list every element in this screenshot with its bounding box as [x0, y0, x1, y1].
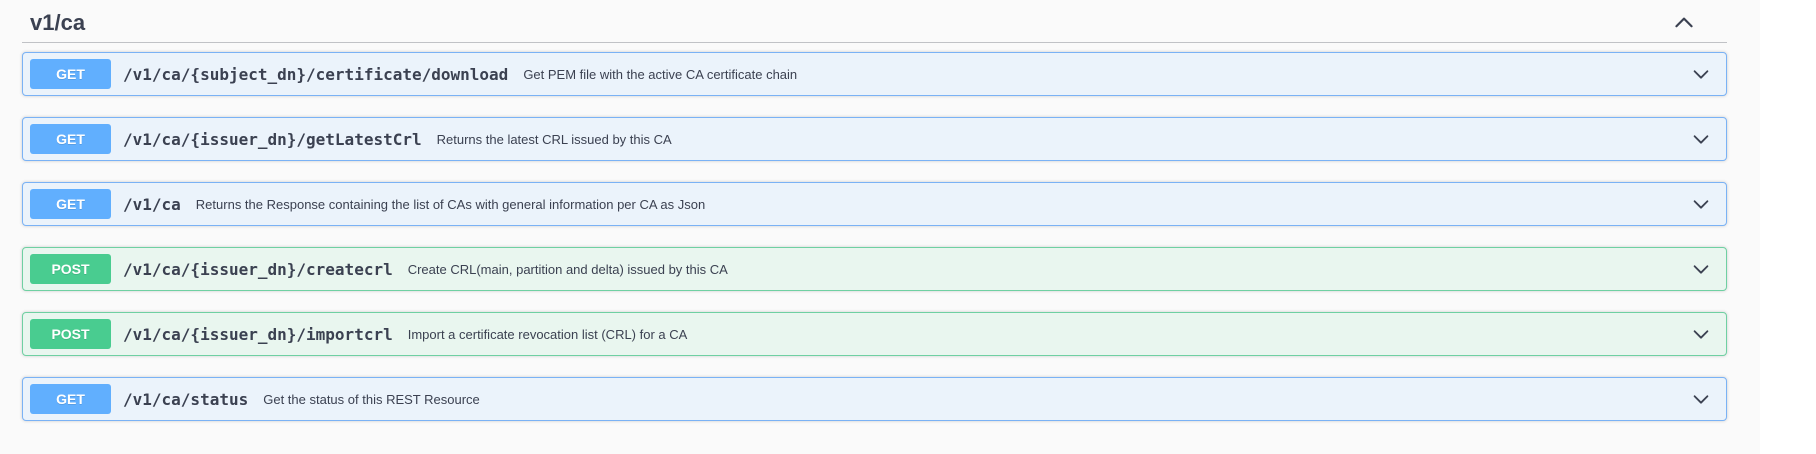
endpoint-path: /v1/ca: [123, 194, 181, 214]
endpoint-row[interactable]: GET /v1/ca Returns the Response containi…: [22, 182, 1727, 226]
endpoint-path: /v1/ca/{issuer_dn}/importcrl: [123, 324, 393, 344]
chevron-up-icon: [1671, 10, 1697, 36]
endpoint-row[interactable]: GET /v1/ca/{issuer_dn}/getLatestCrl Retu…: [22, 117, 1727, 161]
endpoint-path: /v1/ca/status: [123, 389, 249, 409]
endpoint-description: Create CRL(main, partition and delta) is…: [407, 261, 728, 277]
tag-section-header[interactable]: v1/ca: [22, 0, 1727, 43]
method-badge[interactable]: GET: [30, 124, 111, 154]
endpoint-list: GET /v1/ca/{subject_dn}/certificate/down…: [22, 43, 1727, 421]
method-badge[interactable]: GET: [30, 59, 111, 89]
chevron-down-icon[interactable]: [1690, 323, 1712, 345]
chevron-down-icon[interactable]: [1690, 193, 1712, 215]
chevron-down-icon[interactable]: [1690, 388, 1712, 410]
endpoint-path: /v1/ca/{subject_dn}/certificate/download: [123, 64, 509, 84]
endpoint-path: /v1/ca/{issuer_dn}/createcrl: [123, 259, 393, 279]
endpoint-description: Returns the latest CRL issued by this CA: [436, 131, 672, 147]
endpoint-description: Returns the Response containing the list…: [195, 196, 706, 212]
endpoint-row[interactable]: POST /v1/ca/{issuer_dn}/importcrl Import…: [22, 312, 1727, 356]
chevron-down-icon[interactable]: [1690, 63, 1712, 85]
endpoint-description: Get the status of this REST Resource: [263, 391, 480, 407]
section-title: v1/ca: [30, 10, 86, 35]
section-collapse-button[interactable]: [1671, 10, 1697, 36]
endpoint-row[interactable]: GET /v1/ca/{subject_dn}/certificate/down…: [22, 52, 1727, 96]
endpoint-description: Import a certificate revocation list (CR…: [407, 326, 688, 342]
method-badge[interactable]: GET: [30, 189, 111, 219]
method-badge[interactable]: GET: [30, 384, 111, 414]
method-badge[interactable]: POST: [30, 254, 111, 284]
endpoint-description: Get PEM file with the active CA certific…: [523, 66, 798, 82]
api-section: v1/ca GET /v1/ca/{subject_dn}/certificat…: [22, 0, 1727, 421]
endpoint-row[interactable]: GET /v1/ca/status Get the status of this…: [22, 377, 1727, 421]
chevron-down-icon[interactable]: [1690, 128, 1712, 150]
chevron-down-icon[interactable]: [1690, 258, 1712, 280]
method-badge[interactable]: POST: [30, 319, 111, 349]
endpoint-row[interactable]: POST /v1/ca/{issuer_dn}/createcrl Create…: [22, 247, 1727, 291]
endpoint-path: /v1/ca/{issuer_dn}/getLatestCrl: [123, 129, 422, 149]
